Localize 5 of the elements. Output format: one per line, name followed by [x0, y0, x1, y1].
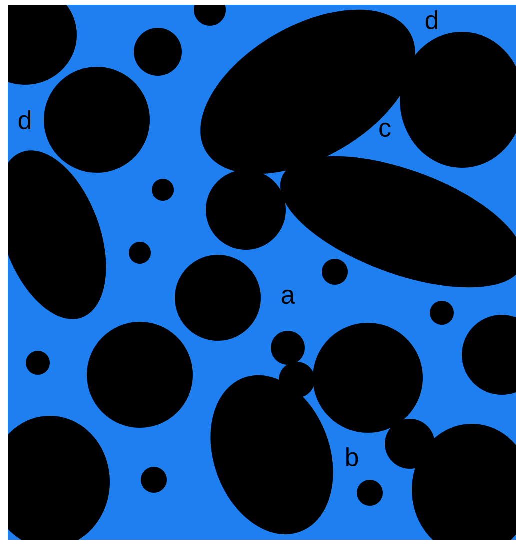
region-label: d: [18, 110, 31, 130]
region-label: d: [426, 10, 438, 30]
region-label: a: [282, 290, 296, 304]
region-label: c: [380, 122, 391, 138]
region-label: b: [346, 447, 358, 466]
